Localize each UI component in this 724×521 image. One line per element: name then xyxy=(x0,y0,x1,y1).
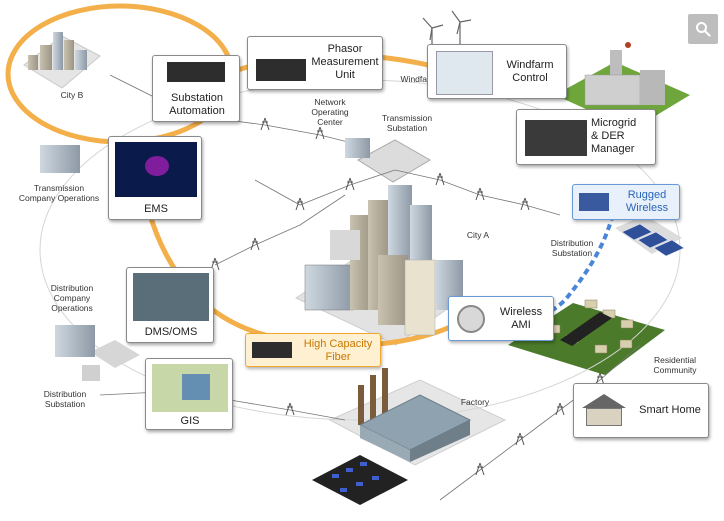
microgrid-der-manager-label: Microgrid & DER Manager xyxy=(591,117,637,155)
gis-map-icon xyxy=(152,364,228,412)
gis-card[interactable]: GIS xyxy=(145,358,233,430)
fiber-switch-icon xyxy=(252,342,292,358)
windfarm-control-label: Windfarm Control xyxy=(506,59,554,84)
windfarm-control-card[interactable]: Windfarm Control xyxy=(427,44,567,99)
city-a-buildings xyxy=(304,185,463,336)
solar-array xyxy=(621,223,685,257)
phasor-measurement-unit-label: Phasor Measurement Unit xyxy=(311,43,379,81)
network-operating-center-label: Network Operating Center xyxy=(311,97,349,127)
wireless-router-icon xyxy=(579,193,609,211)
distribution-company-operations-label: Distribution Company Operations xyxy=(50,283,94,313)
parking-lot xyxy=(332,462,379,492)
dms-oms-card[interactable]: DMS/OMS xyxy=(126,267,214,343)
distribution-substation-right-label: Distribution Substation xyxy=(550,238,594,258)
operations-buildings xyxy=(40,138,370,381)
city-b-label: City B xyxy=(60,90,84,100)
high-capacity-fiber-label: High Capacity Fiber xyxy=(303,338,373,363)
microgrid-der-manager-card[interactable]: Microgrid & DER Manager xyxy=(516,109,656,165)
high-capacity-fiber-card[interactable]: High Capacity Fiber xyxy=(245,333,381,367)
house-icon xyxy=(582,394,626,428)
search-icon xyxy=(696,22,711,37)
microgrid-device-icon xyxy=(525,120,587,156)
windfarm-small-label: Windfa xyxy=(400,74,427,84)
power-plant xyxy=(584,42,665,106)
ems-card[interactable]: EMS xyxy=(108,136,202,220)
windfarm-screen-icon xyxy=(436,51,493,95)
ems-label: EMS xyxy=(144,203,168,215)
relay-device-icon xyxy=(167,62,225,82)
rugged-wireless-label: Rugged Wireless xyxy=(625,189,669,214)
factory-complex xyxy=(358,368,472,462)
wireless-ami-label: Wireless AMI xyxy=(499,306,543,331)
substation-automation-card[interactable]: Substation Automation xyxy=(152,55,240,122)
zoom-button[interactable] xyxy=(688,14,718,44)
ems-screen-icon xyxy=(115,142,197,197)
city-b-buildings xyxy=(28,32,87,70)
transmission-substation-label: Transmission Substation xyxy=(381,113,433,133)
control-room-photo-icon xyxy=(133,273,209,321)
smart-meter-icon xyxy=(457,305,485,333)
substation-automation-label: Substation Automation xyxy=(169,92,225,117)
smart-home-card[interactable]: Smart Home xyxy=(573,383,709,438)
transmission-company-operations-label: Transmission Company Operations xyxy=(18,183,100,203)
residential-community-label: Residential Community xyxy=(653,355,697,375)
distribution-substation-left-label: Distribution Substation xyxy=(43,389,87,409)
wireless-ami-card[interactable]: Wireless AMI xyxy=(448,296,554,341)
dms-oms-label: DMS/OMS xyxy=(144,326,198,338)
rugged-wireless-card[interactable]: Rugged Wireless xyxy=(572,184,680,220)
gis-label: GIS xyxy=(180,415,200,427)
residential-road xyxy=(560,312,612,346)
pmu-device-icon xyxy=(256,59,306,81)
city-a-label: City A xyxy=(466,230,490,240)
smart-home-label: Smart Home xyxy=(639,404,701,416)
phasor-measurement-unit-card[interactable]: Phasor Measurement Unit xyxy=(247,36,383,90)
factory-label: Factory xyxy=(460,397,490,407)
